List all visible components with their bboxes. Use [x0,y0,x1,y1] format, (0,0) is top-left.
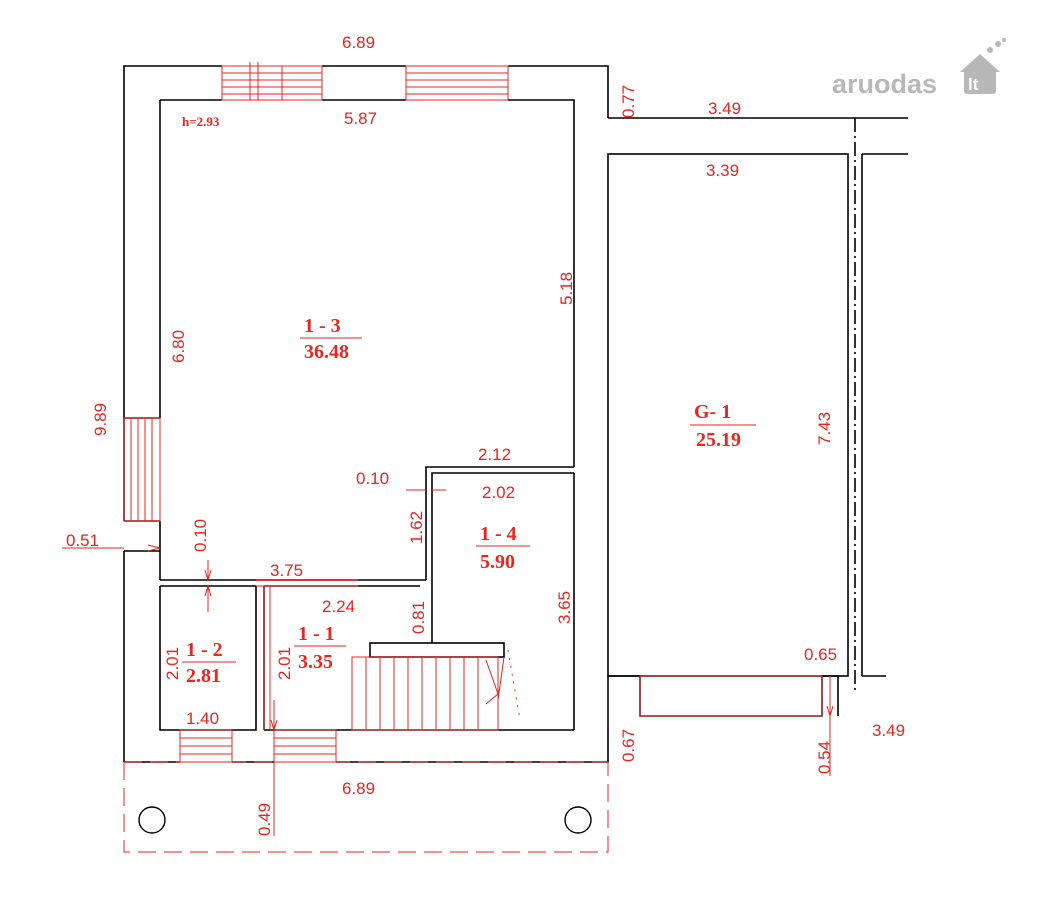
dim-room14-height: 3.65 [555,591,574,624]
room-id: 1 - 1 [298,623,335,645]
watermark-house-icon [964,68,996,94]
ceiling-height-note: h=2.93 [182,114,220,129]
room-1-1-label: 1 - 1 3.35 [294,623,346,673]
dim-corridor-width: 3.75 [270,561,303,580]
dim-small-height: 1.62 [407,511,426,544]
dim-garage-right-gap: 0.65 [804,645,837,664]
dim-room12-height: 2.01 [163,647,182,680]
dim-room11-height: 2.01 [275,647,294,680]
room-id: 1 - 3 [304,315,341,337]
dim-bottom-outer: 6.89 [342,779,375,798]
watermark-suffix: lt [968,75,979,94]
dim-entry-offset: 0.49 [255,803,274,836]
room-id: G- 1 [694,401,731,423]
dim-stair-gap: 0.81 [409,601,428,634]
dim-wall-left: 0.51 [66,531,99,550]
walls [123,65,908,763]
dim-garage-top-inner: 3.39 [706,161,739,180]
dim-room11-width: 2.24 [322,597,355,616]
dim-right-offset: 0.77 [619,85,638,118]
watermark-roof-icon [960,54,1000,72]
dim-room12-width: 1.40 [186,709,219,728]
dim-room13-right: 5.18 [557,272,576,305]
dim-room13-left: 6.80 [169,330,188,363]
column-icon [564,806,592,834]
room-area: 2.81 [186,665,221,687]
column-icon [138,806,166,834]
room-area: 25.19 [696,429,741,451]
dim-garage-bottom-left: 0.67 [619,729,638,762]
room-area: 5.90 [480,551,515,573]
room-1-2-label: 1 - 2 2.81 [182,639,236,687]
dim-overall-left: 9.89 [91,403,110,436]
room-id: 1 - 4 [480,523,517,545]
room-g-1-label: G- 1 25.19 [690,401,756,451]
dim-partition-b: 0.10 [191,519,210,552]
dim-top-inner: 5.87 [344,109,377,128]
dim-step-width: 2.12 [478,445,511,464]
room-area: 36.48 [304,341,349,363]
vertical-dimensions: 0.77 5.18 6.80 9.89 7.43 1.62 0.10 0.81 … [91,85,834,836]
dim-garage-bottom-right: 3.49 [872,721,905,740]
room-area: 3.35 [298,651,333,673]
dim-garage-top-outer: 3.49 [708,99,741,118]
dim-top-outer: 6.89 [342,33,375,52]
dim-garage-height: 7.43 [815,412,834,445]
room-1-4-label: 1 - 4 5.90 [476,523,530,573]
room-1-3-label: 1 - 3 36.48 [300,315,362,363]
watermark-brand: aruodas [832,69,937,99]
horizontal-dimensions: 6.89 5.87 3.49 3.39 0.51 2.12 0.10 2.02 … [66,33,905,798]
dim-garage-bottom-gap: 0.54 [815,741,834,774]
dimension-lines [62,489,834,853]
dim-room14-width: 2.02 [482,483,515,502]
room-id: 1 - 2 [186,639,223,661]
watermark-logo: aruodas lt [832,38,1006,99]
windows [123,62,823,763]
dim-partition-a: 0.10 [356,469,389,488]
